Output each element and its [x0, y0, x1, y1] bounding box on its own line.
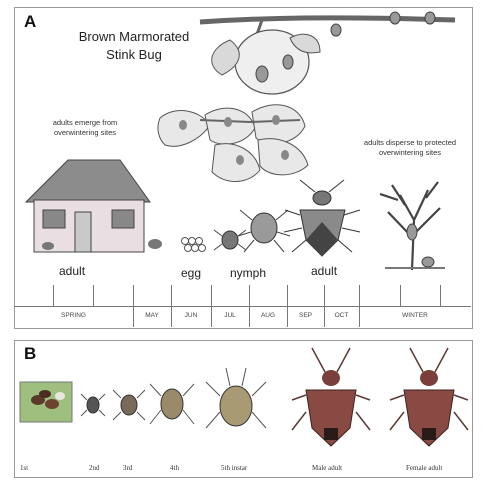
caption-3rd: 3rd	[123, 464, 132, 472]
caption-female-adult: Female adult	[406, 464, 442, 472]
caption-1st: 1st	[20, 464, 28, 472]
caption-4th: 4th	[170, 464, 179, 472]
caption-male-adult: Male adult	[312, 464, 342, 472]
caption-5th-instar: 5th instar	[221, 464, 247, 472]
caption-2nd: 2nd	[89, 464, 100, 472]
